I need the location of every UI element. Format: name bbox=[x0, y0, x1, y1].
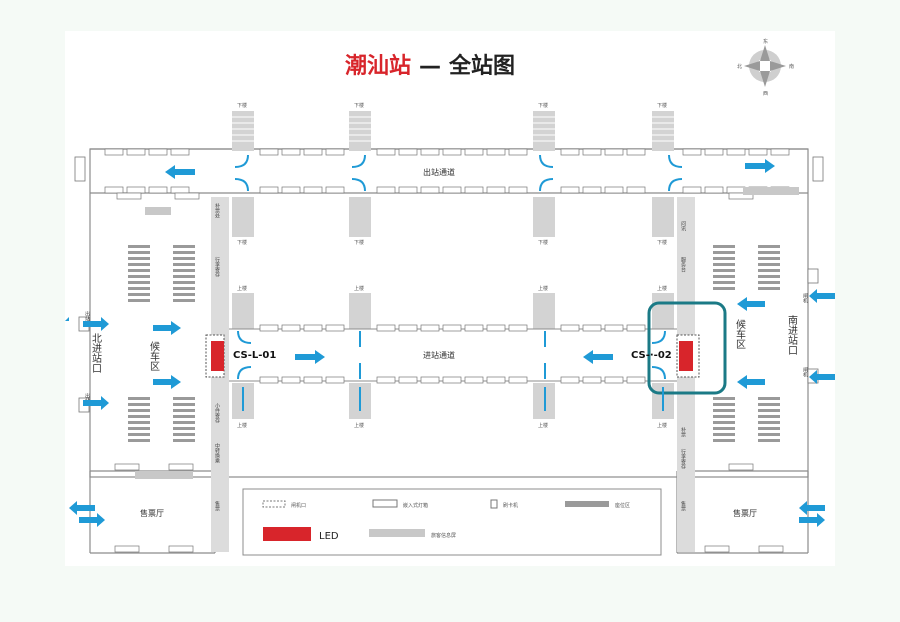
south-gate-label-2: 闸机 bbox=[802, 366, 808, 378]
ticket-hall-windows bbox=[114, 192, 784, 553]
stairs-top-2 bbox=[349, 111, 371, 151]
legend-gate-icon bbox=[262, 500, 286, 508]
upstairs-label-8: 上楼 bbox=[657, 422, 667, 429]
downstairs-label-3: 下楼 bbox=[538, 102, 548, 109]
compass-east: 东 bbox=[763, 38, 768, 45]
south-gate-label-1: 闸机 bbox=[802, 292, 808, 304]
station-map: 潮汕站 — 全站图 东 西 南 北 bbox=[65, 38, 835, 556]
service-label-2: 行李寄存 bbox=[214, 256, 220, 277]
service-label-4: 中转换乘 bbox=[214, 442, 220, 464]
station-name: 潮汕站 bbox=[345, 54, 411, 79]
right-waiting-area-label: 候车区 bbox=[734, 318, 746, 349]
station-map-sheet: 潮汕站 — 全站图 东 西 南 北 bbox=[65, 31, 835, 566]
stairs-top-4 bbox=[652, 111, 674, 151]
downstairs-label-4: 下楼 bbox=[657, 102, 667, 109]
upstairs-label-3: 上楼 bbox=[538, 285, 548, 292]
upstairs-label-7: 上楼 bbox=[538, 422, 548, 429]
service-label-5: 售票 bbox=[214, 500, 220, 511]
north-entrance-label: 北进站口 bbox=[90, 333, 102, 373]
legend-seats: 座位区 bbox=[615, 502, 630, 509]
upstairs-label-2: 上楼 bbox=[354, 285, 364, 292]
north-gate-label-2: 出站 bbox=[84, 392, 90, 404]
stairs-top-3 bbox=[533, 111, 555, 151]
marker-right: CS-·-02 bbox=[631, 350, 672, 361]
entry-passage-label: 进站通道 bbox=[423, 350, 455, 360]
legend-ticket-machine-icon bbox=[490, 499, 498, 509]
downstairs-label-7: 下楼 bbox=[538, 239, 548, 246]
ticket-hall-right: 售票厅 bbox=[733, 508, 757, 518]
ticket-hall-left: 售票厅 bbox=[140, 508, 164, 518]
marker-left: CS-L-01 bbox=[233, 350, 276, 361]
compass-south: 南 bbox=[789, 63, 794, 70]
entry-passage-lightboxes bbox=[259, 324, 646, 384]
south-entrance-label: 南进站口 bbox=[786, 314, 798, 355]
flow-arrows bbox=[65, 159, 835, 527]
service-label-1: 补票处 bbox=[214, 202, 220, 219]
stairs-mid-top-group bbox=[232, 197, 674, 237]
left-waiting-area-label: 候车区 bbox=[148, 340, 160, 371]
upstairs-label-6: 上楼 bbox=[354, 422, 364, 429]
legend-lightbox-icon bbox=[372, 499, 398, 508]
downstairs-label-8: 下楼 bbox=[657, 239, 667, 246]
compass-rose-icon bbox=[744, 45, 786, 87]
downstairs-label-2: 下楼 bbox=[354, 102, 364, 109]
upstairs-label-1: 上楼 bbox=[237, 285, 247, 292]
info-screen-bottom-left bbox=[135, 471, 193, 479]
service-label-8: 补票 bbox=[680, 426, 686, 437]
compass-west: 西 bbox=[763, 91, 768, 97]
legend-led: LED bbox=[319, 531, 339, 542]
left-waiting-seats bbox=[128, 245, 195, 442]
service-label-6: 问讯 bbox=[680, 220, 686, 232]
right-waiting-seats bbox=[713, 245, 780, 442]
legend-gate: 闸机口 bbox=[291, 502, 306, 509]
title-dash: — bbox=[419, 54, 441, 79]
legend-info-screen-icon bbox=[369, 529, 425, 537]
highlight-box bbox=[647, 301, 727, 395]
legend-lightbox: 嵌入式灯箱 bbox=[403, 502, 428, 509]
service-label-10: 售票 bbox=[680, 500, 686, 511]
downstairs-label-6: 下楼 bbox=[354, 239, 364, 246]
info-screen-right bbox=[743, 187, 799, 195]
legend-ticket-machine: 刷卡机 bbox=[503, 502, 518, 509]
service-label-7: 服务台 bbox=[680, 257, 686, 273]
legend-seats-icon bbox=[565, 501, 609, 507]
service-label-3: 小件寄存 bbox=[214, 402, 220, 423]
legend-led-icon bbox=[263, 527, 311, 541]
led-screen-right[interactable] bbox=[679, 341, 693, 371]
north-gate-label-1: 出站 bbox=[84, 310, 90, 322]
downstairs-label-1: 下楼 bbox=[237, 102, 247, 109]
info-screen-left bbox=[145, 207, 171, 215]
led-screen-left[interactable] bbox=[211, 341, 224, 371]
compass-north: 北 bbox=[737, 63, 742, 70]
upstairs-label-5: 上楼 bbox=[237, 422, 247, 429]
curved-flow-arrows bbox=[234, 154, 683, 411]
map-subtitle: 全站图 bbox=[448, 53, 515, 79]
upstairs-label-4: 上楼 bbox=[657, 285, 667, 292]
legend-box bbox=[242, 488, 662, 556]
legend-info-screen: 旅客信息屏 bbox=[431, 532, 456, 539]
stairs-top-1 bbox=[232, 111, 254, 151]
downstairs-label-5: 下楼 bbox=[237, 239, 247, 246]
service-label-9: 行李寄存 bbox=[680, 448, 686, 469]
exit-passage-label: 出站通道 bbox=[423, 167, 455, 177]
